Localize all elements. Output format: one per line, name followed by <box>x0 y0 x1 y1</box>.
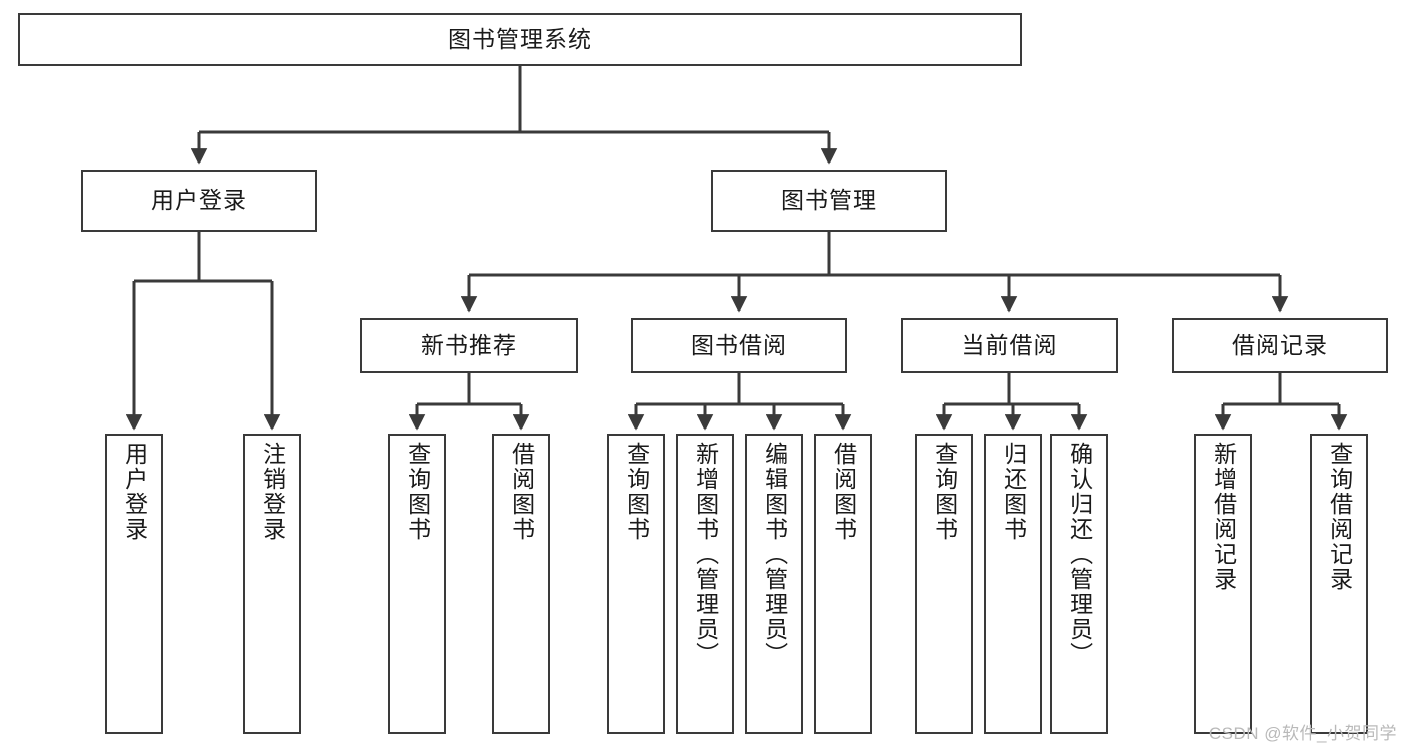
node-user-login-label: 用户登录 <box>151 187 247 214</box>
node-leaf-confirm-return[interactable]: 确认归还（管理员） <box>1050 434 1108 734</box>
node-leaf-add-book-label: 新增图书（管理员） <box>692 442 719 667</box>
node-leaf-query-book-2-label: 查询图书 <box>623 442 650 542</box>
node-leaf-borrow-book-1[interactable]: 借阅图书 <box>492 434 550 734</box>
node-leaf-user-login-label: 用户登录 <box>121 442 148 542</box>
node-book-manage[interactable]: 图书管理 <box>711 170 947 232</box>
node-leaf-query-book-2[interactable]: 查询图书 <box>607 434 665 734</box>
node-current-borrow-label: 当前借阅 <box>961 331 1058 358</box>
node-leaf-return-book-label: 归还图书 <box>1000 442 1027 542</box>
node-book-borrow-label: 图书借阅 <box>691 331 787 358</box>
watermark: CSDN @软件_小贺同学 <box>1208 724 1397 743</box>
node-leaf-user-login[interactable]: 用户登录 <box>105 434 163 734</box>
node-leaf-borrow-book-2[interactable]: 借阅图书 <box>814 434 872 734</box>
node-leaf-query-book-3-label: 查询图书 <box>931 442 958 542</box>
node-leaf-logout-login[interactable]: 注销登录 <box>243 434 301 734</box>
node-borrow-record[interactable]: 借阅记录 <box>1172 318 1388 373</box>
node-current-borrow[interactable]: 当前借阅 <box>901 318 1118 373</box>
node-leaf-edit-book[interactable]: 编辑图书（管理员） <box>745 434 803 734</box>
node-book-manage-label: 图书管理 <box>781 187 877 214</box>
node-leaf-edit-book-label: 编辑图书（管理员） <box>761 442 788 667</box>
node-leaf-borrow-book-2-label: 借阅图书 <box>830 442 857 542</box>
node-leaf-borrow-book-1-label: 借阅图书 <box>508 442 535 542</box>
node-leaf-return-book[interactable]: 归还图书 <box>984 434 1042 734</box>
node-leaf-add-record[interactable]: 新增借阅记录 <box>1194 434 1252 734</box>
node-new-book-recommend-label: 新书推荐 <box>421 331 517 358</box>
node-leaf-confirm-return-label: 确认归还（管理员） <box>1066 442 1093 667</box>
node-root[interactable]: 图书管理系统 <box>18 13 1022 66</box>
node-leaf-query-book-3[interactable]: 查询图书 <box>915 434 973 734</box>
node-borrow-record-label: 借阅记录 <box>1232 331 1328 358</box>
node-user-login[interactable]: 用户登录 <box>81 170 317 232</box>
node-leaf-logout-login-label: 注销登录 <box>259 442 286 542</box>
node-leaf-add-book[interactable]: 新增图书（管理员） <box>676 434 734 734</box>
node-root-label: 图书管理系统 <box>448 25 592 52</box>
node-book-borrow[interactable]: 图书借阅 <box>631 318 847 373</box>
node-leaf-query-record-label: 查询借阅记录 <box>1326 442 1353 592</box>
node-new-book-recommend[interactable]: 新书推荐 <box>360 318 578 373</box>
node-leaf-query-record[interactable]: 查询借阅记录 <box>1310 434 1368 734</box>
node-leaf-query-book-1[interactable]: 查询图书 <box>388 434 446 734</box>
node-leaf-add-record-label: 新增借阅记录 <box>1210 442 1237 592</box>
node-leaf-query-book-1-label: 查询图书 <box>404 442 431 542</box>
